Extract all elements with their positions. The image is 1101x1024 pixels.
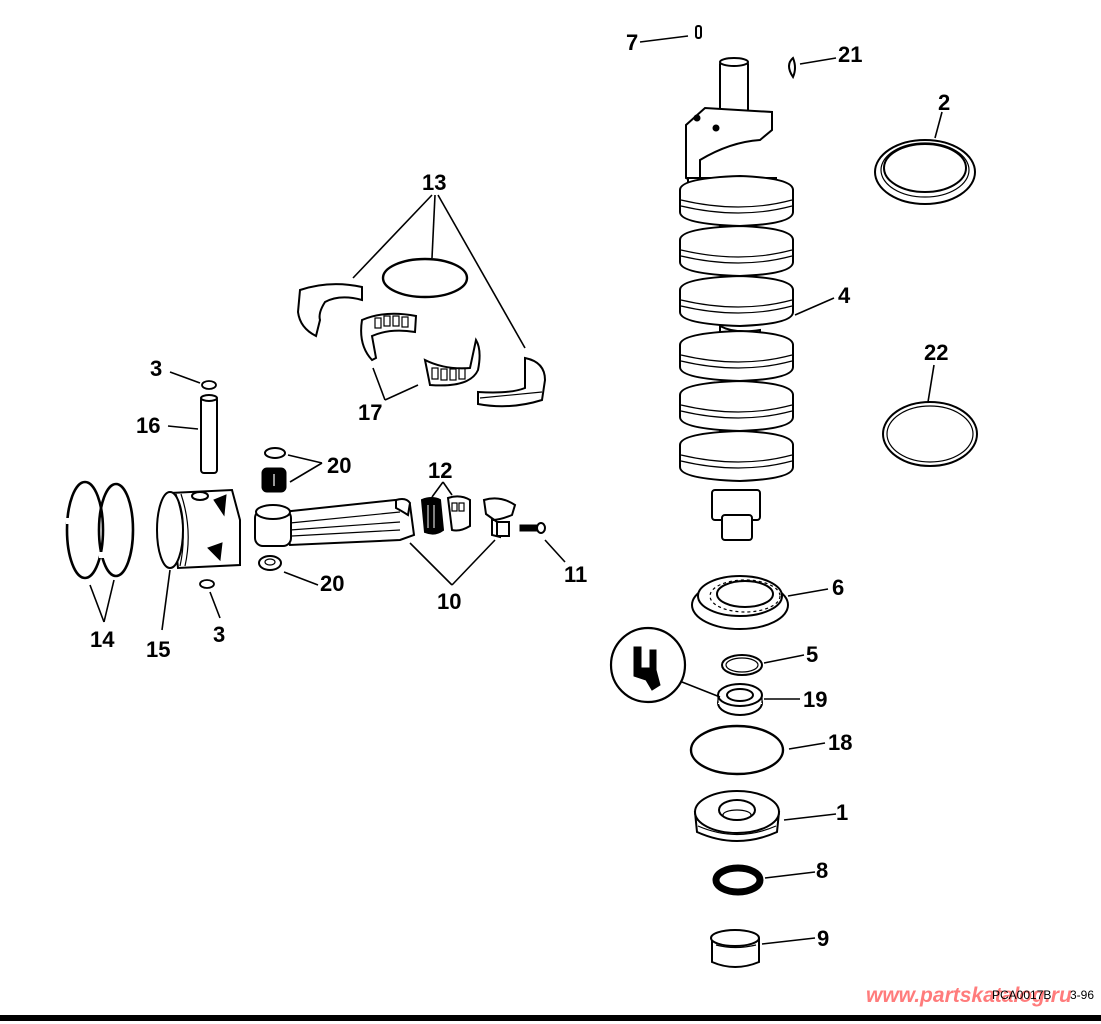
revision-date: 3-96 <box>1070 988 1095 1002</box>
inset-leader <box>681 681 721 698</box>
rod-roller-bearing-part[interactable] <box>420 495 471 535</box>
callout-14[interactable]: 14 <box>90 627 115 652</box>
leader-6 <box>787 588 829 597</box>
callout-7[interactable]: 7 <box>626 30 638 55</box>
leader-20a2 <box>289 462 323 483</box>
leader-5 <box>763 654 805 664</box>
leader-16 <box>167 425 199 430</box>
center-main-bearing-sleeve-part[interactable] <box>296 257 547 408</box>
callout-18[interactable]: 18 <box>828 730 852 755</box>
leader-10a <box>409 542 453 586</box>
crankshaft-web <box>679 429 794 483</box>
crankshaft-web-groove <box>680 249 793 264</box>
watermark: www.partskatalog.ru <box>866 984 1072 1007</box>
ball-bearing-part[interactable] <box>691 575 789 630</box>
piston-pin-retainer-lower-part[interactable] <box>199 579 215 589</box>
callout-20-lower[interactable]: 20 <box>320 571 344 596</box>
callout-3-lower[interactable]: 3 <box>213 622 225 647</box>
key-part[interactable] <box>788 56 796 80</box>
leader-11 <box>544 539 566 563</box>
retaining-ring-part[interactable] <box>721 654 763 676</box>
piston-rings-part[interactable] <box>65 480 135 580</box>
leader-18 <box>788 742 826 750</box>
callout-17[interactable]: 17 <box>358 400 382 425</box>
leader-22 <box>927 364 935 403</box>
crankshaft-web-groove <box>680 404 793 419</box>
callout-16[interactable]: 16 <box>136 413 160 438</box>
leader-4 <box>794 297 835 316</box>
crankshaft-web <box>679 274 794 328</box>
callout-9[interactable]: 9 <box>817 926 829 951</box>
leader-21 <box>799 57 837 65</box>
callout-5[interactable]: 5 <box>806 642 818 667</box>
leader-3b <box>209 591 221 619</box>
crankshaft-webs <box>679 174 794 483</box>
crankshaft-part[interactable] <box>679 57 794 541</box>
piston-part[interactable] <box>156 488 241 570</box>
leader-9 <box>761 937 816 945</box>
leader-14b <box>103 579 115 623</box>
callout-1[interactable]: 1 <box>836 800 848 825</box>
crankshaft-web <box>679 224 794 278</box>
callout-13[interactable]: 13 <box>422 170 446 195</box>
leader-8 <box>764 871 816 879</box>
main-roller-bearing-part[interactable] <box>360 312 481 387</box>
callout-10[interactable]: 10 <box>437 589 461 614</box>
leader-13c <box>437 194 526 349</box>
callout-20-upper[interactable]: 20 <box>327 453 351 478</box>
crankshaft-web-groove <box>680 299 793 314</box>
crankshaft-web <box>679 379 794 433</box>
callout-22[interactable]: 22 <box>924 340 948 365</box>
callout-19[interactable]: 19 <box>803 687 827 712</box>
seal-lower-part[interactable] <box>717 683 763 716</box>
sealant-applicator-icon <box>609 626 721 704</box>
leader-3a <box>169 371 201 384</box>
rod-screw-part[interactable] <box>519 522 546 534</box>
leader-20b <box>283 571 319 586</box>
figure-code: PCA0017B <box>992 988 1052 1002</box>
callout-21[interactable]: 21 <box>838 42 862 67</box>
leader-2 <box>934 111 943 139</box>
crankshaft-web-groove <box>680 454 793 469</box>
connecting-rod-part[interactable] <box>254 497 517 547</box>
callout-8[interactable]: 8 <box>816 858 828 883</box>
leader-17a <box>372 367 386 401</box>
leader-12b <box>442 481 453 496</box>
seal-part[interactable] <box>712 864 764 896</box>
callout-11[interactable]: 11 <box>564 562 587 587</box>
leader-1 <box>783 813 837 821</box>
crankshaft-web <box>679 329 794 383</box>
leader-15 <box>161 569 171 631</box>
leader-13a <box>352 194 433 279</box>
leader-20a1 <box>287 454 323 464</box>
crankcase-head-part[interactable] <box>693 790 781 842</box>
leader-10b <box>451 539 496 586</box>
piston-pin-retainer-upper-part[interactable] <box>201 380 217 390</box>
bottom-rule <box>0 1015 1101 1021</box>
callout-2[interactable]: 2 <box>938 90 950 115</box>
piston-pin-part[interactable] <box>200 394 218 474</box>
upper-seal-part[interactable] <box>874 139 976 205</box>
needle-bearing-washer-upper-part[interactable] <box>261 447 287 493</box>
o-ring-upper-part[interactable] <box>882 401 978 467</box>
leader-17b <box>384 384 419 401</box>
leader-13b <box>431 194 436 259</box>
leader-12a <box>431 481 444 498</box>
callout-6[interactable]: 6 <box>832 575 844 600</box>
crankshaft-web-groove <box>680 354 793 369</box>
leader-14a <box>89 584 105 623</box>
leader-7 <box>639 35 689 43</box>
bushing-part[interactable] <box>710 929 760 968</box>
callout-12[interactable]: 12 <box>428 458 452 483</box>
dowel-pin-part[interactable] <box>695 25 702 39</box>
o-ring-large-part[interactable] <box>689 724 785 776</box>
crankshaft-web-groove <box>680 199 793 214</box>
crankshaft-web <box>679 174 794 228</box>
callout-15[interactable]: 15 <box>146 637 170 662</box>
callout-3-upper[interactable]: 3 <box>150 356 162 381</box>
callout-4[interactable]: 4 <box>838 283 851 308</box>
needle-bearing-washer-lower-part[interactable] <box>258 555 282 571</box>
